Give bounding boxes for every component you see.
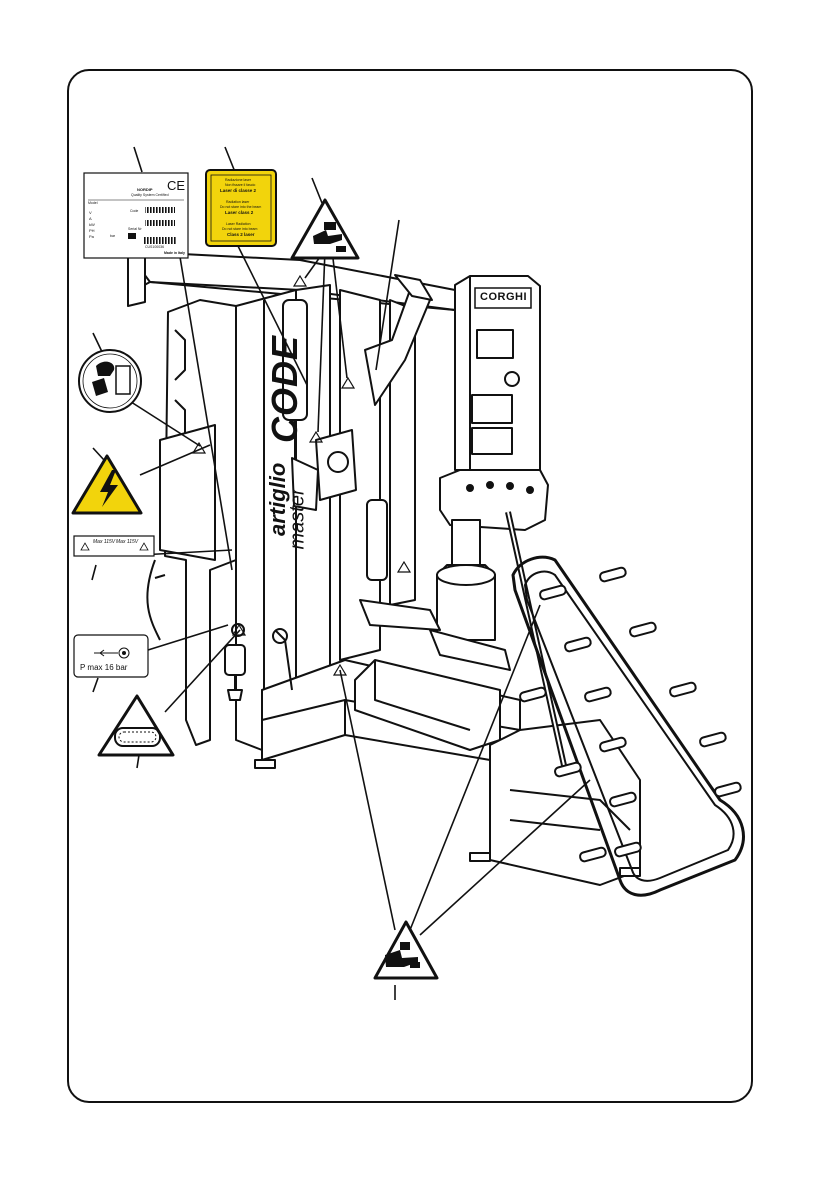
laser-label-line-6: Laser class 2 <box>225 210 254 215</box>
laser-label-line-9: Class 2 laser <box>227 232 255 237</box>
laser-label-line-8: Do not stare into beam <box>222 227 258 231</box>
electric-shock-icon <box>71 454 143 515</box>
rating-plate-barcode-number: CUS100036 <box>145 245 165 249</box>
read-manual-icon <box>78 349 142 413</box>
pressure-label-text: P max 16 bar <box>80 663 128 672</box>
wheel-rack <box>511 555 745 897</box>
laser-label-line-3: Laser di classe 2 <box>220 188 257 193</box>
rating-plate-field-ph: PH <box>89 228 95 233</box>
laser-label-line-7: Laser Radiation <box>226 222 251 226</box>
tyre-burst-icon <box>97 694 175 757</box>
rating-plate-code-label: Code <box>130 209 139 213</box>
rating-plate-ce-mark: CE <box>167 178 186 193</box>
rating-plate-company: NORDIP <box>137 187 153 192</box>
model-name-master: master <box>286 488 309 550</box>
rating-plate-caption: Made in Italy <box>164 251 186 255</box>
wheel-rack-pins <box>519 566 742 863</box>
laser-label-line-5: Do not stare into the beam <box>220 205 262 209</box>
rating-plate-model-label: Model <box>88 201 98 205</box>
laser-label-line-1: Radiazione laser <box>225 178 252 182</box>
machine-body <box>127 251 641 886</box>
rating-plate-field-v: V <box>89 210 92 215</box>
voltage-label <box>73 535 155 557</box>
crush-hazard-icon <box>290 198 360 260</box>
rating-plate-bar-unit: bar <box>110 234 116 238</box>
laser-label-line-4: Radiation laser <box>226 200 250 204</box>
laser-label <box>205 169 277 247</box>
voltage-label-text-1: Max 115V <box>93 539 116 545</box>
rating-plate <box>83 172 189 259</box>
rating-plate-field-a: A <box>89 216 92 221</box>
model-name-code: CODE <box>264 334 305 443</box>
rating-plate-certification: Quality System Certified <box>131 193 169 197</box>
page-frame <box>67 69 753 1103</box>
rating-plate-field-pa: Pa <box>89 234 94 239</box>
rating-plate-serial-label: Serial Nr <box>128 227 142 231</box>
voltage-label-text-2: Max 115V <box>116 539 139 545</box>
corghi-brand-text: CORGHI <box>480 291 527 303</box>
crush-hazard-icon-bottom <box>373 920 439 980</box>
corghi-plate <box>474 287 532 309</box>
laser-label-line-2: Non fissare il fascio <box>225 183 256 187</box>
pressure-label <box>73 634 149 678</box>
leader-lines <box>91 146 591 1000</box>
rating-plate-field-kw: kW <box>89 222 95 227</box>
